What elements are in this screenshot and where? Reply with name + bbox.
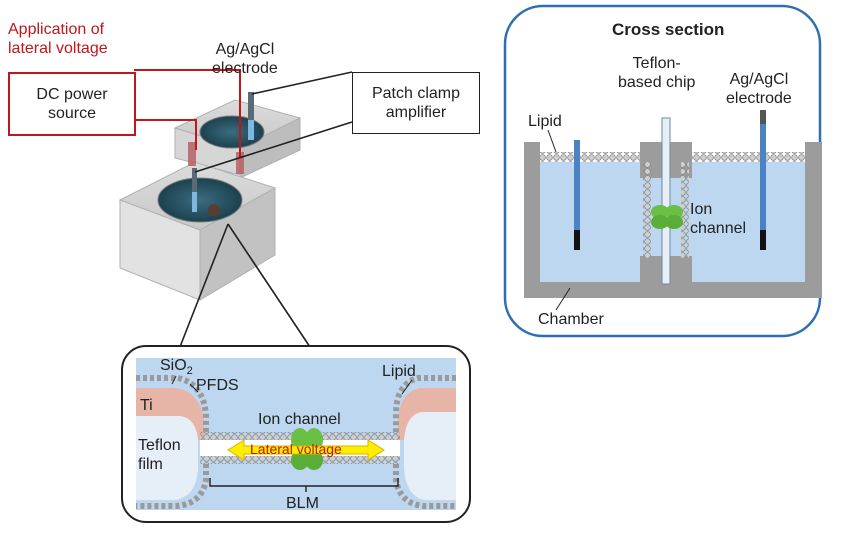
inset-ion-channel-d [305,450,323,470]
ion-channel-cs-d [665,215,683,229]
electrode-line2: electrode [212,60,278,77]
electrode-line1: Ag/AgCl [215,41,275,58]
cs-lipid-pointer [547,129,557,153]
blm-brace [209,478,399,492]
cs-chip-line2: based chip [618,74,696,91]
cs-lipid-label: Lipid [528,113,562,130]
amp-wire-front [194,121,353,173]
sio2-label: SiO2 [160,356,193,381]
chamber [524,142,822,298]
front-block-side [199,187,276,301]
cs-electrode-line1: Ag/AgCl [729,71,789,88]
ion-channel-cs-c [651,215,669,229]
lateral-voltage-arrow [227,439,385,461]
cs-chamber-label: Chamber [538,311,604,328]
inset-lipid-label: Lipid [382,363,416,380]
inset-ion-channel-c [291,450,309,470]
cross-section-title: Cross section [612,20,725,39]
inset-lipid-coat-left [136,375,209,432]
cs-electrode-right-cap [760,110,766,124]
pfds-label: PFDS [196,377,239,394]
dc-plate-left [188,142,196,166]
cs-electrode-line2: electrode [726,90,792,107]
cs-electrode-label: Ag/AgCl electrode [726,70,792,108]
amp-wires [194,71,353,173]
lateral-voltage-label: Lateral voltage [250,441,342,457]
cs-chip-line1: Teflon- [632,55,681,72]
dc-wires [134,69,241,158]
application-line2: lateral voltage [8,40,108,57]
cross-section-panel [503,4,822,338]
dc-wire-left [134,119,197,150]
sio2-pointer [171,375,177,385]
blm-window [208,204,220,216]
ti-label: Ti [140,397,153,414]
application-line1: Application of [8,21,105,38]
inset-lipid-bottom-left [136,464,209,509]
inset-ion-channel-label: Ion channel [258,411,341,428]
electrode-label: Ag/AgCl electrode [212,40,278,78]
cs-electrode-right [760,110,766,250]
back-electrode-tip [248,120,254,140]
amp-wire-back [251,71,353,95]
inset-teflon-right [404,412,456,500]
cs-ion-line1: Ion [690,201,713,218]
patch-line1: Patch clamp [371,85,461,102]
ion-channel-cs-b [665,205,683,219]
front-well [157,177,243,223]
teflon-line2: film [138,456,163,473]
zoom-line-right [227,223,313,351]
cs-ion-channel-label: Ion channel [690,200,746,238]
inset-lipid-coat-right [393,375,456,432]
dc-power-source-box: DC power source [8,72,136,136]
front-electrode-tip [192,192,197,212]
teflon-line1: Teflon [138,437,181,454]
zoom-line-left [177,223,229,353]
cs-electrode-left-tip [574,230,580,250]
patch-line2: amplifier [385,104,447,121]
lipid-channel-right [681,162,689,258]
front-electrode [192,168,197,210]
dc-wire-right [134,69,241,158]
cs-ion-line2: channel [690,220,747,237]
inset-panel [121,345,471,523]
sio2-sub: 2 [186,365,193,378]
lipid-channel-left [643,162,651,258]
inset-lipid-bottom-right [393,464,456,509]
water-left [540,162,640,282]
teflon-chip [661,117,671,285]
blm-label: BLM [286,495,319,512]
inset-teflon-left [136,416,198,500]
lipid-surface-right [692,152,805,162]
cs-chip-label: Teflon- based chip [618,54,695,92]
pfds-pointer [189,383,199,393]
cs-electrode-right-tip [760,230,766,250]
back-well [199,115,265,149]
application-label: Application of lateral voltage [8,20,108,58]
dc-line1: DC power [36,86,108,103]
teflon-label: Teflon film [138,436,181,474]
water-right [692,162,805,282]
inset-lipid-pointer [401,379,413,395]
lipid-surface-left [540,152,640,162]
device-3d [118,92,302,301]
dc-plate-right [236,152,244,174]
patch-clamp-box: Patch clamp amplifier [352,72,480,134]
cs-chamber-pointer [555,287,571,311]
cs-electrode-left [574,140,580,250]
ion-channel-cs-a [651,205,669,219]
dc-line2: source [47,105,96,122]
sio2-base: SiO [160,357,187,374]
back-electrode [248,92,254,138]
zoom-lines [177,223,313,353]
